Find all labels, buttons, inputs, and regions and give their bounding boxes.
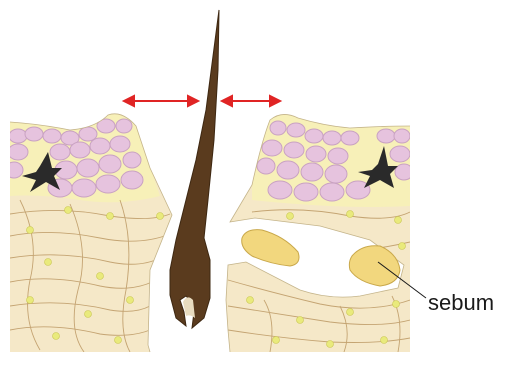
pore-width-arrows xyxy=(124,96,280,106)
hair xyxy=(170,10,219,328)
sebum-label: sebum xyxy=(428,290,494,315)
hair-shaft xyxy=(170,10,219,328)
